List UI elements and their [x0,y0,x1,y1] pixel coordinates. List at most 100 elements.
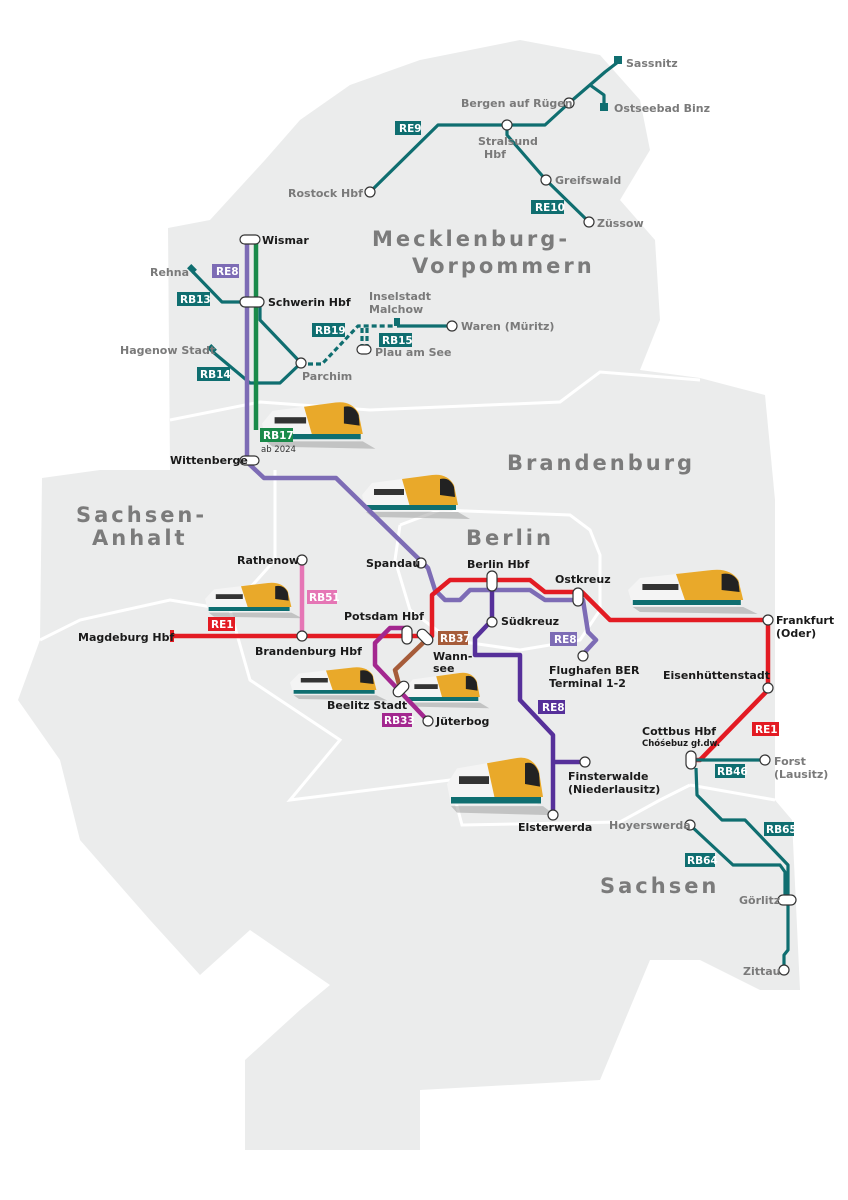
line-re9 [368,60,619,194]
region-berlin: Berlin [466,526,554,550]
label-ostkreuz: Ostkreuz [555,573,611,586]
badge-re1-west[interactable]: RE1 [208,617,235,631]
badge-re1-east[interactable]: RE1 [752,722,779,736]
badge-rb65[interactable]: RB65 [764,822,797,836]
svg-text:RE1: RE1 [211,619,234,631]
region-sachsen-anhalt-1: Sachsen- [76,503,207,527]
badge-rb13[interactable]: RB13 [177,292,211,306]
station-wismar[interactable] [239,234,261,245]
label-finsterwalde-2: (Niederlausitz) [568,783,660,796]
label-wannsee-2: see [433,662,454,675]
line-labels: RE9 RE10 RE8 RB13 RB19 RB15 RB14 RB17 ab… [177,121,797,867]
terminal-rehna [187,264,197,274]
region-sachsen-anhalt-2: Anhalt [92,526,188,550]
station-wittenberge[interactable] [239,455,260,466]
station-finsterwalde[interactable] [579,756,591,768]
station-brandenburg[interactable] [296,630,308,642]
svg-text:RB33: RB33 [384,715,415,727]
station-schwerin[interactable] [239,296,265,308]
terminal-sassnitz [614,56,622,64]
line-rb14 [211,350,303,385]
terminal-malchow [394,318,400,326]
station-wannsee[interactable] [415,627,435,647]
label-rostock: Rostock Hbf [288,187,363,200]
label-elsterwerda: Elsterwerda [518,821,592,834]
badge-rb51[interactable]: RB51 [307,590,340,604]
label-parchim: Parchim [302,370,352,383]
badge-rb37[interactable]: RB37 [438,631,471,645]
badge-rb64[interactable]: RB64 [685,853,718,867]
label-waren: Waren (Müritz) [461,320,554,333]
badge-rb15[interactable]: RB15 [379,333,413,347]
station-berlin-hbf[interactable] [486,570,498,592]
station-rathenow[interactable] [296,554,308,566]
station-bergen[interactable] [563,97,575,109]
station-spandau[interactable] [415,557,427,569]
station-stralsund[interactable] [501,119,513,131]
badge-re9[interactable]: RE9 [395,121,422,135]
badge-rb19[interactable]: RB19 [312,323,346,337]
label-hoyerswerda: Hoyerswerda [609,819,691,832]
label-malchow-2: Malchow [369,303,423,316]
line-re1 [172,577,771,763]
badge-re8-ber[interactable]: RE8 [550,632,577,646]
station-ostkreuz[interactable] [572,587,584,607]
station-zuessow[interactable] [583,216,595,228]
terminal-magdeburg [170,630,174,642]
label-wismar: Wismar [262,234,309,247]
svg-text:RE1: RE1 [755,724,778,736]
svg-text:RB15: RB15 [382,335,413,347]
label-cottbus-sorbian: Chóśebuz gł.dw. [642,738,720,749]
station-suedkreuz[interactable] [486,616,498,628]
label-greifswald: Greifswald [555,174,621,187]
line-rb33 [372,625,430,723]
label-berlin-hbf: Berlin Hbf [467,558,530,571]
station-cottbus[interactable] [685,750,697,770]
badge-rb46[interactable]: RB46 [715,764,748,778]
label-plau: Plau am See [375,346,451,359]
station-ber[interactable] [577,650,589,662]
badge-rb14[interactable]: RB14 [197,367,231,381]
label-brandenburg: Brandenburg Hbf [255,645,362,658]
badge-re8-south[interactable]: RE8 [538,700,565,714]
label-rehna: Rehna [150,266,189,279]
svg-text:RB46: RB46 [717,766,748,778]
label-frankfurt-1: Frankfurt [776,614,834,627]
station-forst[interactable] [759,754,771,766]
svg-text:RE8: RE8 [542,702,565,714]
label-suedkreuz: Südkreuz [501,615,559,628]
label-binz: Ostseebad Binz [614,102,710,115]
station-jueterbog[interactable] [422,715,434,727]
line-schwerin-parchim [258,302,303,365]
badge-re10[interactable]: RE10 [531,200,565,214]
station-elsterwerda[interactable] [547,809,559,821]
label-finsterwalde-1: Finsterwalde [568,770,649,783]
station-hoyerswerda[interactable] [684,819,696,831]
stations [239,97,797,976]
label-potsdam: Potsdam Hbf [344,610,424,623]
station-zittau[interactable] [778,964,790,976]
label-rathenow: Rathenow [237,554,299,567]
station-labels: Sassnitz Bergen auf Rügen Ostseebad Binz… [78,57,834,978]
station-frankfurt[interactable] [762,614,774,626]
station-waren[interactable] [446,320,458,332]
label-zittau: Zittau [743,965,781,978]
svg-text:RB14: RB14 [200,369,231,381]
station-beelitz[interactable] [391,679,411,699]
label-hagenow: Hagenow Stadt [120,344,215,357]
label-stralsund-1: Stralsund [478,135,538,148]
badge-rb33[interactable]: RB33 [382,713,415,727]
station-parchim[interactable] [295,357,307,369]
badge-rb17[interactable]: RB17 [260,428,294,442]
station-eisenhuettenstadt[interactable] [762,682,774,694]
label-goerlitz: Görlitz [739,894,780,907]
label-zuessow: Züssow [597,217,644,230]
station-plau[interactable] [356,344,372,355]
station-goerlitz[interactable] [777,894,797,906]
label-forst-2: (Lausitz) [774,768,828,781]
station-rostock[interactable] [364,186,376,198]
station-potsdam[interactable] [401,625,413,645]
badge-re8-north[interactable]: RE8 [212,264,239,278]
station-greifswald[interactable] [540,174,552,186]
